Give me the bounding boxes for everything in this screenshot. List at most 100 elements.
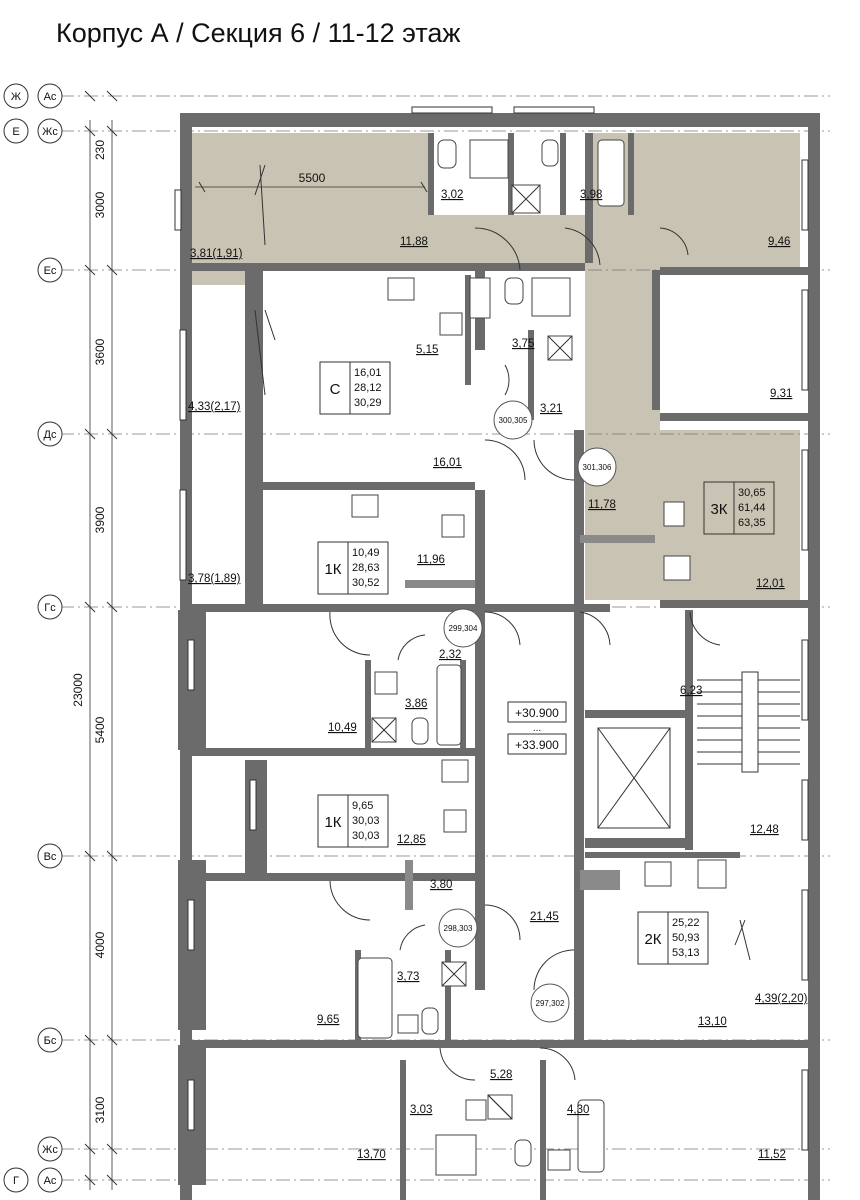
plan-title: Корпус А / Секция 6 / 11-12 этаж (56, 18, 461, 48)
axis-bubble (37, 594, 63, 620)
axis-bubble (37, 421, 63, 447)
room-area: 2,32 (439, 649, 461, 661)
dimension-label: 4000 (93, 931, 107, 958)
axis-bubble-pair (37, 1167, 63, 1193)
room-area: 4,33(2,17) (188, 401, 241, 413)
dimension-label: 230 (93, 140, 107, 160)
level-lower: +33.900 (515, 738, 559, 752)
room-area: 6,23 (680, 685, 702, 697)
room-area: 3,02 (441, 189, 463, 201)
room-area: 12,48 (750, 824, 779, 836)
apartment-area: 63,35 (738, 517, 766, 529)
dimension-5500: 5500 (195, 171, 428, 193)
room-area: 3,98 (580, 189, 602, 201)
apartment-label: 3К 30,65 61,44 63,35 (703, 481, 775, 535)
windows (174, 106, 809, 1151)
staircase (697, 671, 800, 773)
room-area: 9,31 (770, 388, 792, 400)
dimension-chain (89, 120, 113, 1190)
room-area: 3,73 (397, 971, 419, 983)
svg-text:297,302: 297,302 (536, 999, 565, 1008)
dimension-label: 5400 (93, 716, 107, 743)
apartment-area: 30,03 (352, 830, 380, 842)
room-area: 3,78(1,89) (188, 573, 241, 585)
axis-bubble (37, 1136, 63, 1162)
axis-pair-id: Ас (44, 1175, 57, 1187)
room-area: 12,85 (397, 834, 426, 846)
dimension-label: 3600 (93, 338, 107, 365)
axis-id: Бс (44, 1035, 57, 1047)
room-area: 16,01 (433, 457, 462, 469)
dim-tick (106, 90, 118, 102)
dimension-5500-label: 5500 (299, 171, 326, 185)
apartment-area: 16,01 (354, 367, 382, 379)
apartment-area: 28,12 (354, 382, 382, 394)
dim-tick (84, 90, 96, 102)
room-area: 11,78 (588, 499, 616, 511)
walls (178, 113, 820, 1200)
apartment-area: 28,63 (352, 562, 380, 574)
apartment-area: 9,65 (352, 800, 373, 812)
axis-bubble-pair (37, 118, 63, 144)
room-area: 3,80 (430, 879, 452, 891)
room-area: 11,96 (417, 554, 445, 566)
room-area: 3,81(1,91) (190, 248, 243, 260)
elevator-shaft (597, 727, 671, 829)
apartment-area: 30,52 (352, 577, 380, 589)
room-area: 11,88 (400, 236, 428, 248)
fixtures (351, 139, 727, 1176)
apartment-area: 61,44 (738, 502, 766, 514)
room-area: 3,86 (405, 698, 427, 710)
apartment-area: 30,29 (354, 397, 382, 409)
axis-bubble (37, 1027, 63, 1053)
room-area: 9,46 (768, 236, 790, 248)
door-tag: 299,304 (443, 608, 483, 648)
room-area: 3,03 (410, 1104, 432, 1116)
axis-id: Ж (11, 91, 21, 103)
axis-bubble (37, 257, 63, 283)
room-area: 13,70 (357, 1149, 386, 1161)
door-tag: 301,306 (577, 447, 617, 487)
apartment-type: 3К (710, 501, 727, 518)
axis-pair-id: Жс (42, 126, 58, 138)
apartment-area: 50,93 (672, 932, 700, 944)
dimension-label: 3000 (93, 191, 107, 218)
apartment-area: 53,13 (672, 947, 700, 959)
apartment-area: 25,22 (672, 917, 700, 929)
axis-bubble (3, 118, 29, 144)
axis-id: Е (12, 126, 19, 138)
axis-bubble (3, 1167, 29, 1193)
room-area: 12,01 (756, 578, 785, 590)
room-area: 21,45 (530, 911, 559, 923)
axis-id: Дс (44, 429, 57, 441)
axis-id: Вс (44, 851, 57, 863)
apartment-labels: С16,0128,1230,291К10,4928,6330,523К30,65… (317, 361, 775, 965)
room-area: 5,28 (490, 1069, 512, 1081)
svg-text:298,303: 298,303 (444, 924, 473, 933)
room-area: 10,49 (328, 722, 357, 734)
room-area: 13,10 (698, 1016, 727, 1028)
axis-id: Жс (42, 1144, 58, 1156)
svg-text:301,306: 301,306 (583, 463, 612, 472)
room-area: 4,30 (567, 1104, 589, 1116)
axis-id: Ес (44, 265, 57, 277)
axis-bubble (3, 83, 29, 109)
apartment-type: 1К (324, 814, 341, 831)
level-dots: ... (533, 723, 541, 734)
apartment-area: 30,65 (738, 487, 766, 499)
room-area: 4,39(2,20) (755, 993, 808, 1005)
dimension-label: 23000 (71, 673, 85, 707)
apartment-area: 10,49 (352, 547, 380, 559)
door-tag: 298,303 (438, 908, 478, 948)
axis-bubble-pair (37, 83, 63, 109)
axis-id: Г (13, 1175, 19, 1187)
axis-pair-id: Ас (44, 91, 57, 103)
